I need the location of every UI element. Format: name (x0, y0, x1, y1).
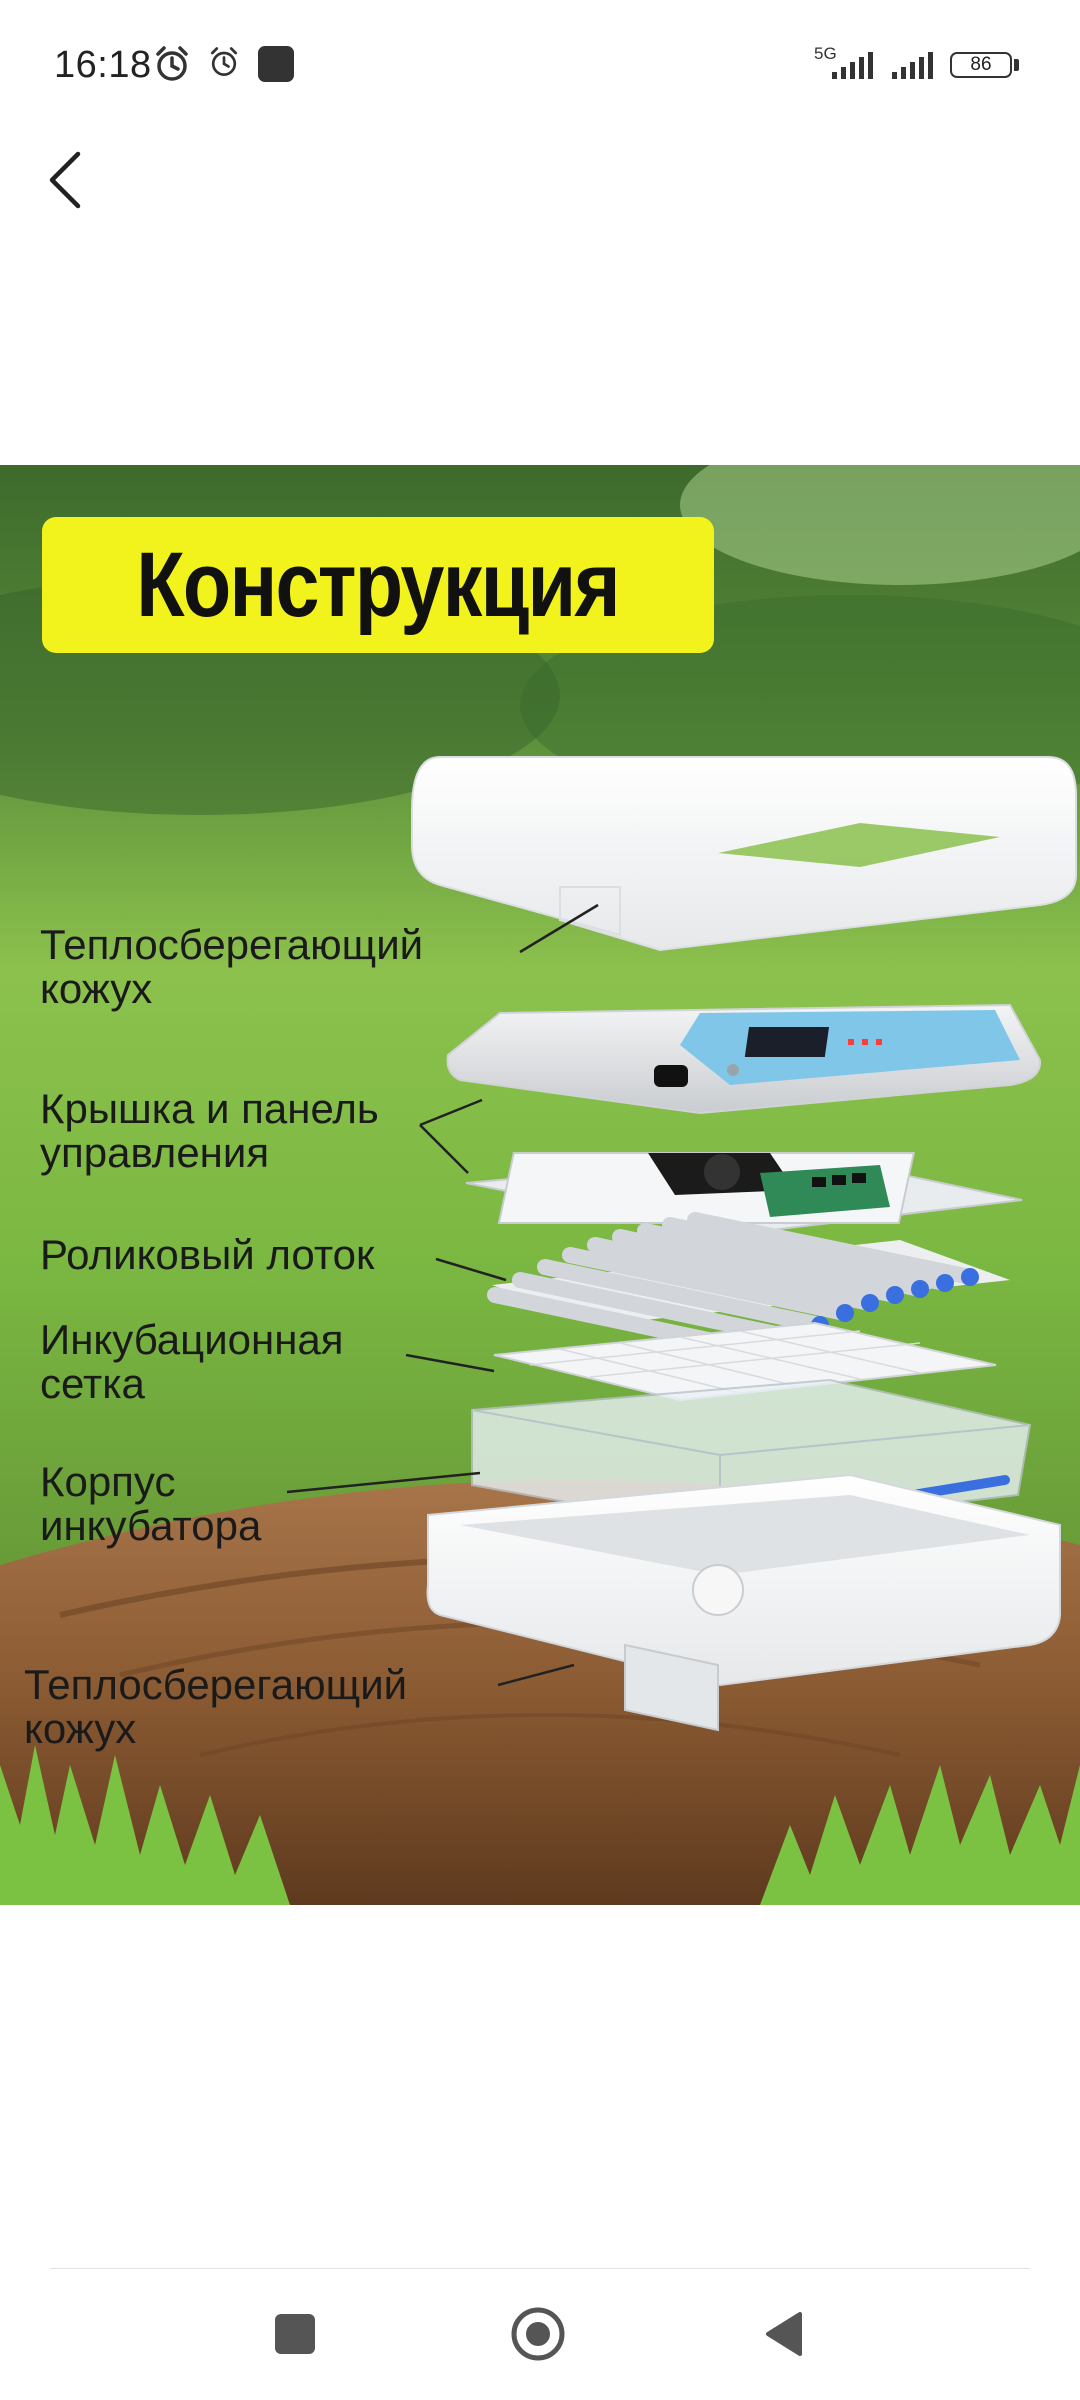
label-heat-cover-bottom: Теплосберегающий кожух (24, 1661, 408, 1752)
app-notification-icon (258, 46, 294, 82)
image-title: Конструкция (136, 533, 621, 636)
home-icon[interactable] (510, 2306, 566, 2362)
battery-level: 86 (970, 54, 992, 75)
back-triangle-icon[interactable] (762, 2308, 806, 2360)
label-roller-tray: Роликовый лоток (40, 1231, 375, 1278)
label-lid-panel: Крышка и панель управления (40, 1085, 379, 1176)
status-bar: 16:18 5G 86 (0, 0, 1080, 130)
status-time: 16:18 (54, 44, 152, 86)
recent-apps-icon[interactable] (275, 2314, 315, 2354)
back-button[interactable] (36, 140, 96, 220)
battery-icon (950, 52, 1012, 78)
battery-tip (1014, 59, 1019, 71)
nav-divider (50, 2268, 1030, 2269)
label-incubator-body: Корпус инкубатора (40, 1458, 262, 1549)
product-image[interactable]: Конструкция Теплосберегающий кожух Крышк… (0, 465, 1080, 1905)
network-type: 5G (814, 44, 837, 63)
signal-icon (892, 52, 933, 79)
label-incubation-grid: Инкубационная сетка (40, 1316, 344, 1407)
alarm-icon (210, 47, 238, 76)
title-banner: Конструкция (42, 517, 714, 653)
label-heat-cover-top: Теплосберегающий кожух (40, 921, 424, 1012)
alarm-icon (156, 46, 188, 81)
signal-icon (832, 52, 873, 79)
chevron-left-icon (49, 151, 81, 209)
